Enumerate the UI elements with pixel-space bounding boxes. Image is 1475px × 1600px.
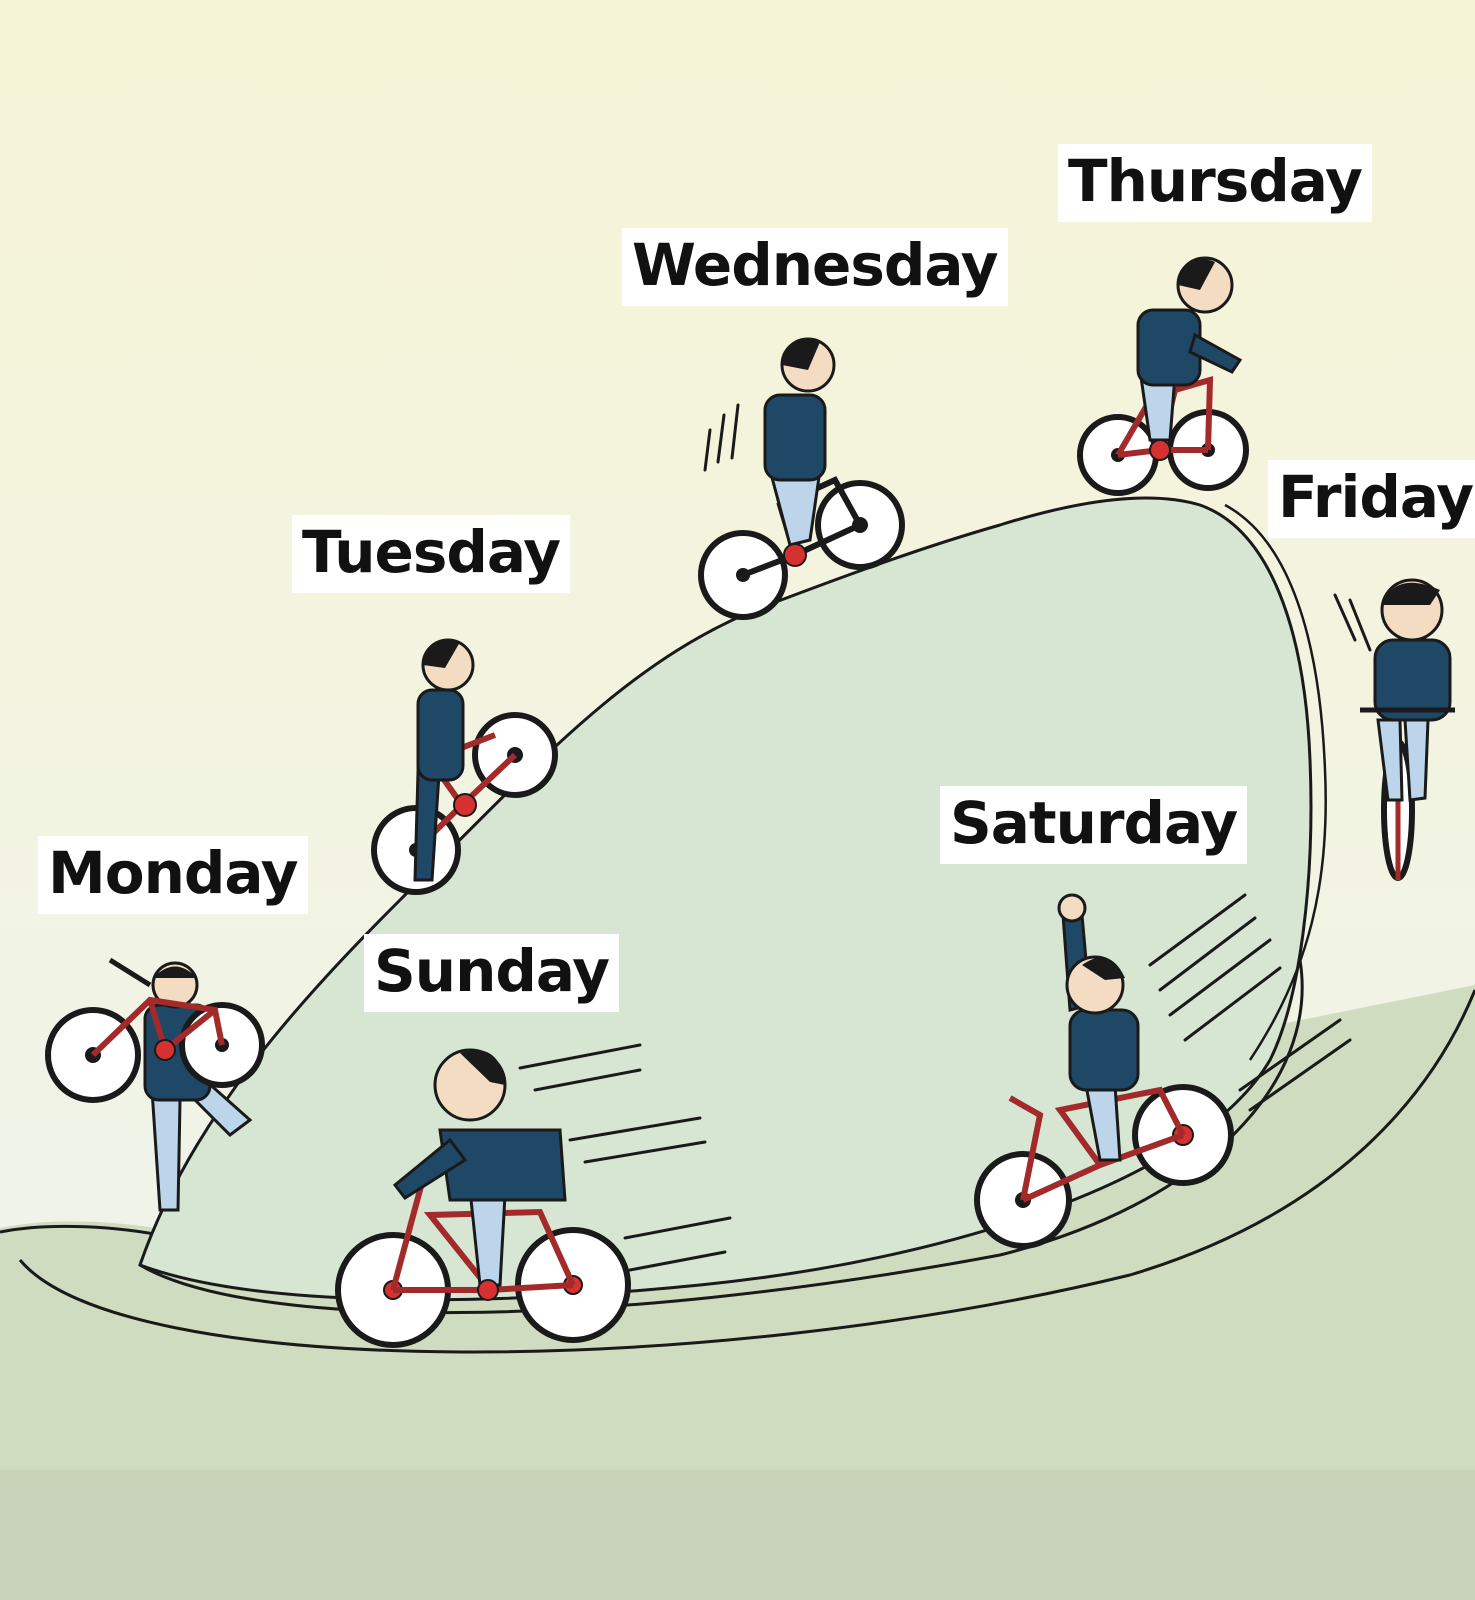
rider-thursday [1077,256,1249,496]
rider-wednesday [698,337,905,620]
label-thursday: Thursday [1058,144,1372,222]
label-sunday: Sunday [364,934,620,1012]
rider-monday [45,957,265,1212]
track-outer-line [18,989,1475,1354]
label-friday: Friday [1268,460,1475,538]
rider-sunday [335,1048,631,1348]
label-monday: Monday [38,836,308,914]
bottom-band [0,1470,1475,1600]
rider-friday [1360,578,1455,881]
label-wednesday: Wednesday [622,228,1008,306]
label-tuesday: Tuesday [292,515,571,593]
label-saturday: Saturday [940,786,1248,864]
rider-saturday [974,893,1234,1249]
rider-tuesday [371,638,558,895]
hill-downslope-edge [1224,503,1327,1061]
track-inner-line [139,959,1304,1315]
speed-lines [518,403,1372,1272]
